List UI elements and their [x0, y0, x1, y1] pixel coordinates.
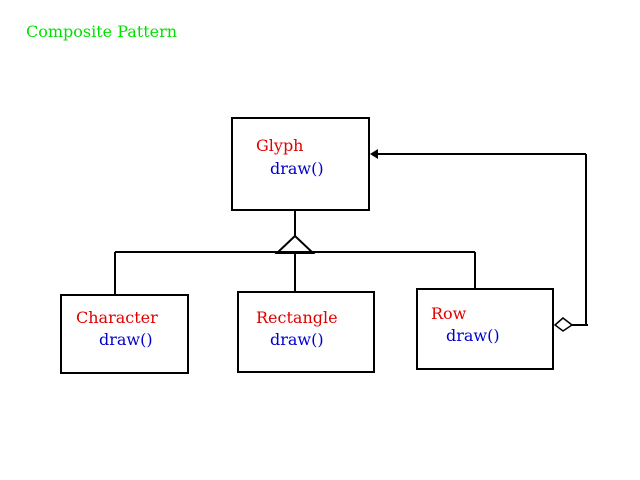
- aggregation-diamond: [553, 317, 574, 332]
- glyph-class-box: Glyph draw(): [231, 117, 370, 211]
- rectangle-class-name: Rectangle: [256, 308, 338, 327]
- rectangle-draw-operation: draw(): [270, 330, 324, 349]
- diagram-title: Composite Pattern: [26, 22, 178, 41]
- character-class-box: Character draw(): [60, 294, 189, 374]
- aggregation-arrowhead: [370, 149, 378, 159]
- character-class-name: Character: [76, 308, 158, 327]
- row-class-name: Row: [431, 304, 467, 323]
- row-class-box: Row draw(): [416, 288, 554, 370]
- character-draw-operation: draw(): [99, 330, 153, 349]
- glyph-class-name: Glyph: [256, 136, 304, 155]
- rectangle-class-box: Rectangle draw(): [237, 291, 375, 373]
- inheritance-triangle: [274, 234, 316, 254]
- row-draw-operation: draw(): [446, 326, 500, 345]
- glyph-draw-operation: draw(): [270, 159, 324, 178]
